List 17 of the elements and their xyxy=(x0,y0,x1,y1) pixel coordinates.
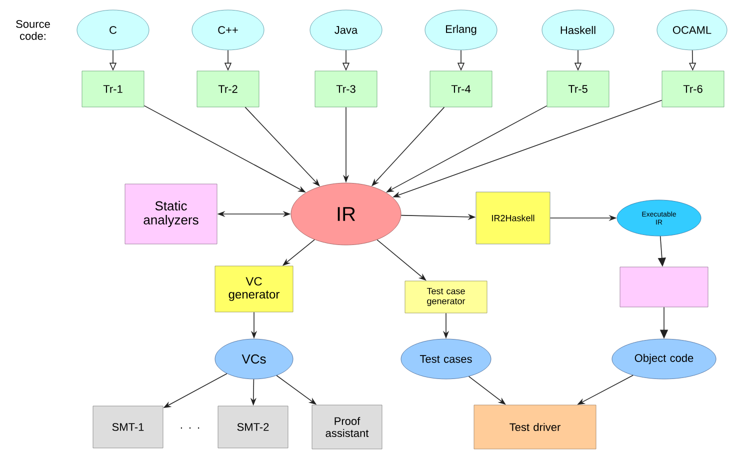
process-box: Test case generator xyxy=(404,280,488,314)
translator-box: Tr-3 xyxy=(314,70,378,108)
process-box: VC generator xyxy=(214,266,294,312)
translator-box: Tr-6 xyxy=(662,70,724,108)
translator-box: Tr-2 xyxy=(196,70,260,108)
solver-box: Proof assistant xyxy=(312,404,382,450)
solver-box: SMT-1 xyxy=(92,406,164,448)
ellipsis: . . . xyxy=(180,427,200,429)
compiler-box xyxy=(620,266,708,308)
translator-box: Tr-4 xyxy=(430,70,492,108)
driver-box: Test driver xyxy=(474,404,596,450)
label-text: Source code: xyxy=(16,20,50,40)
solver-box: SMT-2 xyxy=(218,406,288,448)
translator-box: Tr-5 xyxy=(546,70,610,108)
translator-box: Tr-1 xyxy=(82,70,144,108)
process-box: IR2Haskell xyxy=(476,192,550,244)
process-box: Static analyzers xyxy=(124,184,218,244)
